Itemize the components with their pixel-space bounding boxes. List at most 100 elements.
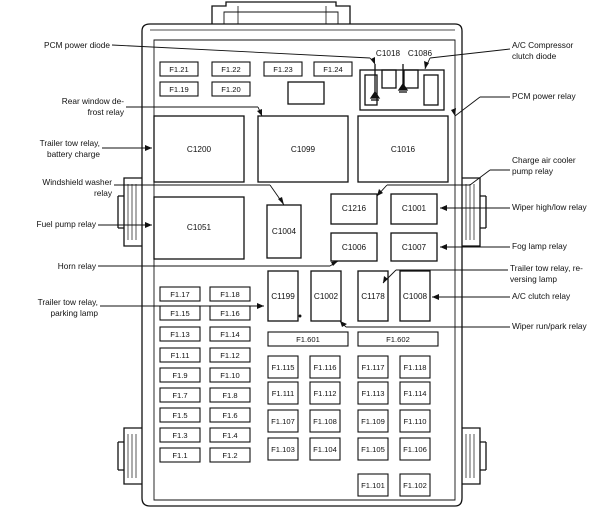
fuse-f1-17: [159, 286, 201, 302]
left-clip-upper: [117, 177, 142, 247]
fuse-label: F1.13: [170, 330, 189, 339]
fuse-f1-111: [267, 381, 299, 405]
fuse-label: F1.14: [220, 330, 239, 339]
fuse-label: F1.21: [169, 65, 188, 74]
fuse-label: F1.102: [403, 481, 427, 490]
connector-label-c1001: C1001: [402, 204, 427, 213]
fuse-f1-105: [357, 437, 389, 461]
callout-rear-window-defrost-relay: Rear window de- frost relay: [61, 96, 124, 117]
fuse-label: F1.16: [220, 309, 239, 318]
fuse-f1-108: [309, 409, 341, 433]
fuse-label: F1.10: [220, 371, 239, 380]
fuse-label: F1.20: [221, 85, 240, 94]
fuse-label: F1.602: [386, 335, 410, 344]
callout-trailer-tow-relay-parking-lamp: Trailer tow relay, parking lamp: [37, 297, 98, 318]
relay-c1199: [267, 270, 299, 322]
panel-housing-inner: [153, 39, 456, 501]
fuse-f1-13: [159, 326, 201, 342]
callout-wiper-high-low-relay: Wiper high/low relay: [512, 202, 587, 212]
fuse-label: F1.105: [361, 445, 385, 454]
fuse-f1-101: [357, 473, 389, 497]
fuse-f1-1: [159, 447, 201, 463]
fuse-f1-6: [209, 407, 251, 423]
fuse-label: F1.118: [403, 363, 426, 372]
fuse-f1-2: [209, 447, 251, 463]
callout-pcm-power-diode: PCM power diode: [44, 40, 110, 50]
fuse-f1-20: [211, 81, 251, 97]
relay-c1002: [310, 270, 342, 322]
fuse-label: F1.24: [323, 65, 342, 74]
fuse-label: F1.8: [222, 391, 237, 400]
diode-block: [359, 64, 445, 111]
fuse-f1-118: [399, 355, 431, 379]
relay-c1001: [390, 193, 438, 225]
fuse-f1-114: [399, 381, 431, 405]
connector-label-c1099: C1099: [291, 145, 316, 154]
connector-label-c1216: C1216: [342, 204, 367, 213]
fuse-label: F1.114: [403, 389, 426, 398]
fuse-label: F1.4: [222, 431, 237, 440]
connector-label-c1086: C1086: [408, 49, 433, 58]
callout-fog-lamp-relay: Fog lamp relay: [512, 241, 567, 251]
callout-ac-compressor-clutch-diode: A/C Compressor clutch diode: [512, 40, 574, 61]
callout-windshield-washer-relay: Windshield washer relay: [42, 177, 112, 198]
callout-wiper-run-park-relay: Wiper run/park relay: [512, 321, 587, 331]
connector-label-c1199: C1199: [271, 292, 295, 301]
fuse-f1-4: [209, 427, 251, 443]
fuse-f1-21: [159, 61, 199, 77]
connector-label-c1007: C1007: [402, 243, 427, 252]
fuse-label: F1.109: [361, 417, 385, 426]
fuse-f1-117: [357, 355, 389, 379]
connector-label-c1008: C1008: [403, 292, 428, 301]
fuse-label: F1.101: [361, 481, 385, 490]
fuse-label: F1.9: [172, 371, 187, 380]
fuse-f1-601: [267, 331, 349, 347]
fuse-f1-14: [209, 326, 251, 342]
fuse-label: F1.107: [271, 417, 295, 426]
callout-ac-clutch-relay: A/C clutch relay: [512, 291, 571, 301]
callout-horn-relay: Horn relay: [57, 261, 96, 271]
callout-trailer-tow-relay-reversing-lamp: Trailer tow relay, re- versing lamp: [510, 263, 583, 284]
fuse-label: F1.3: [172, 431, 187, 440]
fuse-label: F1.12: [220, 351, 239, 360]
relay-c1008: [399, 270, 431, 322]
fuse-f1-22: [211, 61, 251, 77]
fuse-f1-3: [159, 427, 201, 443]
callout-fuel-pump-relay: Fuel pump relay: [36, 219, 97, 229]
connector-label-c1002: C1002: [314, 292, 339, 301]
relay-c1200: [153, 115, 245, 183]
fuse-f1-7: [159, 387, 201, 403]
fuse-f1-104: [309, 437, 341, 461]
fuse-label: F1.15: [170, 309, 189, 318]
fuse-f1-18: [209, 286, 251, 302]
fuse-f1-16: [209, 305, 251, 321]
top-latch: [211, 1, 351, 24]
fuse-label: F1.116: [313, 363, 336, 372]
relay-c1051: [153, 196, 245, 260]
right-clip-upper: [462, 177, 487, 247]
callout-pcm-power-relay: PCM power relay: [512, 91, 576, 101]
fuse-f1-11: [159, 347, 201, 363]
fuse-f1-602: [357, 331, 439, 347]
blank-cavity: [287, 81, 325, 105]
fuse-f1-106: [399, 437, 431, 461]
fuse-label: F1.106: [403, 445, 427, 454]
fuse-f1-15: [159, 305, 201, 321]
fuse-label: F1.22: [221, 65, 240, 74]
fuse-label: F1.23: [273, 65, 292, 74]
fuse-label: F1.110: [403, 417, 426, 426]
fuse-label: F1.601: [296, 335, 320, 344]
connector-label-c1178: C1178: [361, 292, 385, 301]
fuse-f1-112: [309, 381, 341, 405]
fuse-label: F1.19: [169, 85, 188, 94]
fuse-label: F1.1: [172, 451, 187, 460]
panel-housing-outer: [141, 23, 463, 507]
fuse-f1-109: [357, 409, 389, 433]
relay-c1006: [330, 232, 378, 262]
fuse-f1-12: [209, 347, 251, 363]
fuse-label: F1.7: [172, 391, 187, 400]
fuse-label: F1.5: [172, 411, 187, 420]
connector-label-c1200: C1200: [187, 145, 212, 154]
relay-c1099: [257, 115, 349, 183]
